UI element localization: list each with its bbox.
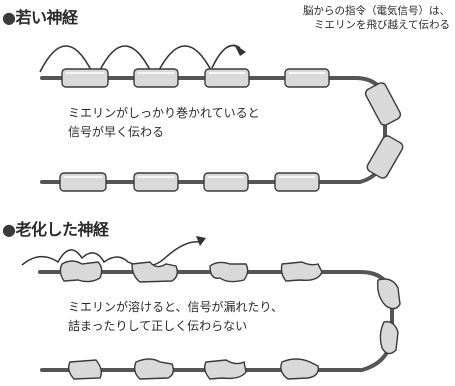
signal-arc-arrow <box>211 44 241 69</box>
myelin-sheath <box>274 172 320 192</box>
young-nerve <box>39 44 404 192</box>
damaged-myelin-sheath <box>379 321 399 355</box>
bullet-icon: ● <box>2 220 16 239</box>
signal-arc <box>157 45 213 73</box>
signal-arc <box>98 45 152 73</box>
young-signal-note: 脳からの指令（電気信号）は、 ミエリンを飛び越えて伝わる <box>236 4 450 32</box>
myelin-sheath <box>284 68 330 88</box>
damaged-myelin-sheath <box>280 261 323 282</box>
myelin-sheath <box>364 82 402 126</box>
aged-nerve <box>21 236 401 380</box>
aged-heading-text: 老化した神経 <box>15 220 109 239</box>
signal-arc <box>39 45 93 73</box>
myelin-sheath <box>133 68 179 88</box>
damaged-myelin-sheath <box>59 260 103 283</box>
young-nerve-heading: ●若い神経 <box>2 4 78 28</box>
damaged-myelin-sheath <box>133 358 175 380</box>
arrow-head-icon <box>196 236 206 246</box>
myelin-sheath <box>204 68 250 88</box>
aged-caption: ミエリンが溶けると、信号が漏れたり、 詰まったりして正しく伝わらない <box>68 298 283 336</box>
axon <box>40 76 387 184</box>
axon <box>38 270 394 372</box>
damaged-myelin-sheath <box>280 358 319 380</box>
damaged-myelin-sheath <box>131 261 179 283</box>
aged-nerve-heading: ●老化した神経 <box>2 216 109 240</box>
signal-jump-arcs <box>39 44 241 73</box>
damaged-myelin-sheath <box>67 359 103 380</box>
aged-caption-line2: 詰まったりして正しく伝わらない <box>68 319 248 333</box>
bullet-icon: ● <box>2 8 16 27</box>
young-caption-line2: 信号が早く伝わる <box>68 125 165 139</box>
young-heading-text: 若い神経 <box>15 8 78 27</box>
myelin-sheath <box>203 172 249 192</box>
sheath-highlights <box>64 72 325 178</box>
young-note-line1: 脳からの指令（電気信号）は、 <box>303 5 450 17</box>
damaged-myelin-sheaths <box>59 260 401 380</box>
damaged-myelin-sheath <box>203 359 247 380</box>
myelin-sheath <box>61 68 109 88</box>
damaged-myelin-sheath <box>209 261 249 283</box>
young-note-line2: ミエリンを飛び越えて伝わる <box>314 19 450 31</box>
myelin-sheath <box>133 172 179 192</box>
aged-caption-line1: ミエリンが溶けると、信号が漏れたり、 <box>68 300 284 314</box>
leaking-signal-line <box>21 241 201 267</box>
myelin-sheath <box>366 135 404 179</box>
damaged-myelin-sheath <box>376 278 401 310</box>
myelin-sheath <box>59 172 107 192</box>
young-caption-line1: ミエリンがしっかり巻かれていると <box>68 106 260 120</box>
arrow-head-icon <box>234 44 246 56</box>
young-caption: ミエリンがしっかり巻かれていると 信号が早く伝わる <box>68 104 260 142</box>
